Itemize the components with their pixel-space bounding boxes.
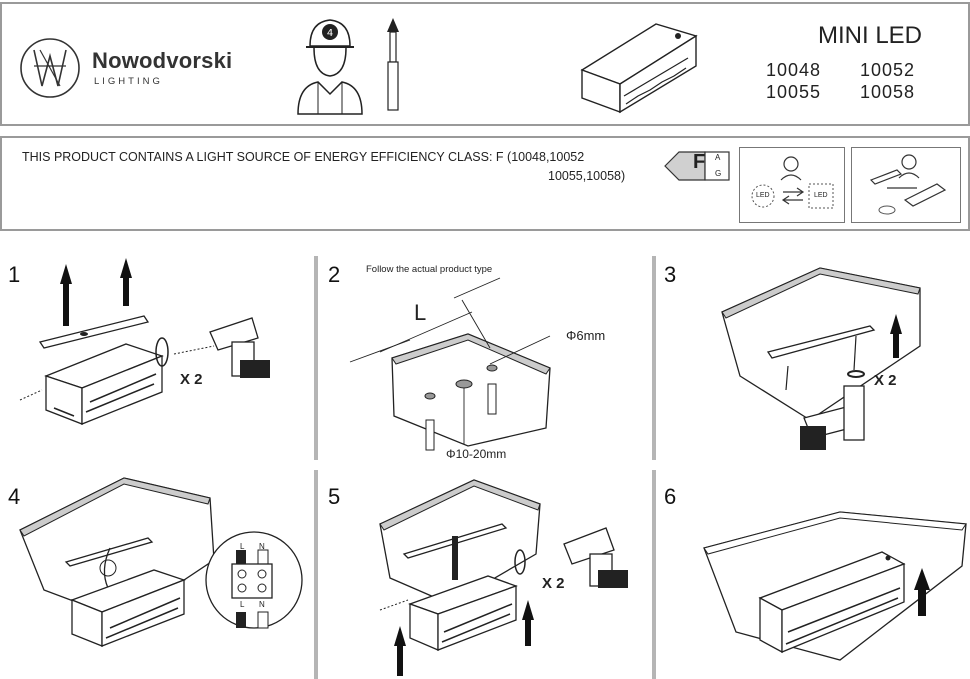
row-gap xyxy=(0,460,970,470)
screwdriver-icon xyxy=(387,18,399,111)
product-illustration xyxy=(580,23,698,114)
driver-replace-icon xyxy=(869,154,947,215)
step-multiplier: X 2 xyxy=(180,371,203,388)
led-label: LED xyxy=(814,192,828,199)
svg-text:4: 4 xyxy=(327,28,333,39)
step-multiplier: X 2 xyxy=(874,372,897,389)
energy-scale-bottom: G xyxy=(715,169,722,178)
step-note: Follow the actual product type xyxy=(366,264,493,275)
brand-subtitle: LIGHTING xyxy=(94,76,163,87)
step-number: 2 xyxy=(328,262,341,287)
product-title: MINI LED xyxy=(818,22,923,49)
dimension-label: L xyxy=(414,300,427,325)
energy-scale-top: A xyxy=(715,153,721,162)
terminal-label-n: N xyxy=(259,600,265,609)
step-number: 1 xyxy=(8,262,21,287)
energy-label-icon xyxy=(664,151,730,181)
hole-diameter-small: Φ6mm xyxy=(566,328,606,343)
step-number: 4 xyxy=(8,484,21,509)
hole-diameter-large: Φ10-20mm xyxy=(446,447,507,461)
step-multiplier: X 2 xyxy=(542,575,565,592)
step-number: 3 xyxy=(664,262,677,287)
replaceable-light-source-box xyxy=(739,147,845,223)
step-panel-2-divider xyxy=(318,256,656,460)
product-code: 10058 xyxy=(860,82,916,102)
step-number: 6 xyxy=(664,484,677,509)
brand-name: Nowodvorski xyxy=(92,48,233,73)
installer-worker-icon: 4 xyxy=(297,19,363,115)
energy-class-codes: 10055,10058) xyxy=(548,169,626,183)
terminal-label-n: N xyxy=(259,542,265,551)
step-panel-5-divider xyxy=(318,470,656,679)
step-2-illustration xyxy=(349,277,551,451)
terminal-label-l: L xyxy=(240,600,245,609)
product-code: 10048 xyxy=(766,60,822,80)
step-4-illustration xyxy=(19,477,303,647)
brand-logo-icon xyxy=(20,38,80,98)
product-code: 10052 xyxy=(860,60,916,80)
energy-class-statement: THIS PRODUCT CONTAINS A LIGHT SOURCE OF … xyxy=(22,150,585,164)
step-3-illustration xyxy=(721,267,921,450)
step-1-illustration xyxy=(19,258,270,425)
light-source-replace-icon xyxy=(751,156,834,209)
led-label: LED xyxy=(756,192,770,199)
header-bar xyxy=(0,2,970,126)
step-6-illustration xyxy=(703,511,967,661)
step-number: 5 xyxy=(328,484,341,509)
product-code: 10055 xyxy=(766,82,822,102)
energy-class-letter: F xyxy=(693,151,706,173)
terminal-label-l: L xyxy=(240,542,245,551)
step-5-illustration xyxy=(379,479,628,676)
non-replaceable-box xyxy=(851,147,961,223)
energy-info-bar xyxy=(0,136,970,231)
